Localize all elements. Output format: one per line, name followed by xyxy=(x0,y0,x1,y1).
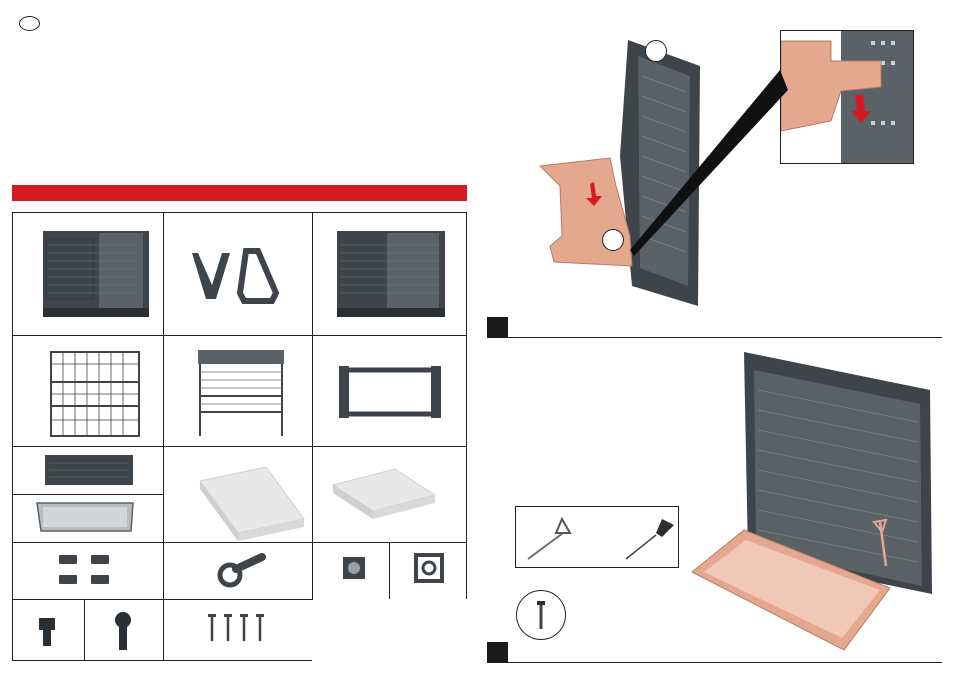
part-wall-brackets xyxy=(164,213,312,335)
screw-icon xyxy=(517,591,565,639)
step2-number-box xyxy=(487,642,508,663)
part-white-block-small xyxy=(313,447,466,542)
screwdriver-icon xyxy=(516,507,678,567)
part-square-nut xyxy=(313,543,389,599)
part-shelf-rack xyxy=(164,336,312,446)
language-badge xyxy=(19,16,40,31)
part-small-bin-tray xyxy=(13,495,163,542)
step1-rule xyxy=(508,337,942,338)
part-clips xyxy=(13,543,163,599)
parts-header-bar xyxy=(12,185,467,201)
part-pegboard-panel-left xyxy=(13,213,163,335)
parts-table xyxy=(12,212,468,662)
step1-callout-a xyxy=(645,40,667,62)
part-wire-shelf xyxy=(13,336,163,446)
part-bar-hanger xyxy=(313,336,466,446)
part-hex-bolt xyxy=(13,600,84,660)
zoom-pointer-wedge xyxy=(630,60,790,260)
part-knob-screw xyxy=(85,600,163,660)
step2-tools-box xyxy=(515,506,679,568)
part-pegboard-panel-right xyxy=(313,213,466,335)
step2-screw-circle xyxy=(516,590,566,640)
step1-zoom-inset xyxy=(780,30,914,164)
part-white-block xyxy=(164,447,312,542)
step2-rule xyxy=(508,662,942,663)
part-square-nut-frame xyxy=(390,543,466,599)
part-small-bin-top xyxy=(13,447,163,494)
part-wood-screws xyxy=(164,600,312,660)
part-spanner-tool xyxy=(164,543,312,599)
step1-callout-b xyxy=(602,229,624,251)
step1-number-box xyxy=(487,317,508,338)
step2-assembly-illustration xyxy=(690,350,940,660)
